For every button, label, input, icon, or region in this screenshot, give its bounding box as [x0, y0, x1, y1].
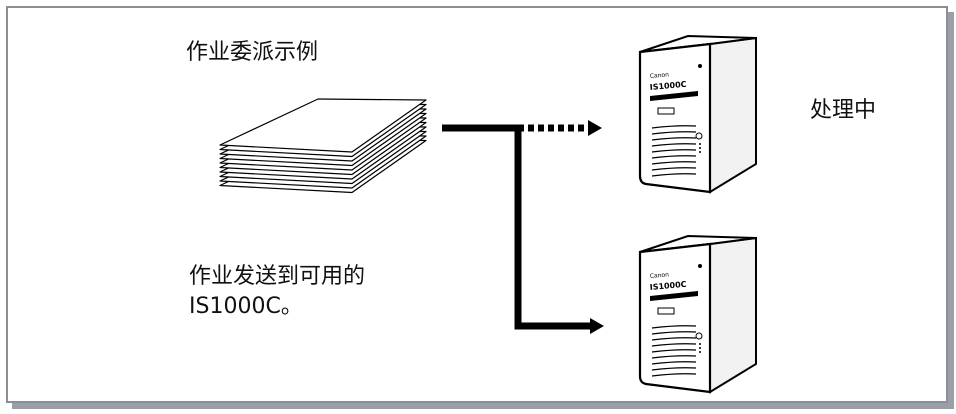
dispatch-arrows: [442, 120, 604, 334]
dashed-arrowhead: [588, 120, 602, 136]
server-model-text: IS1000C: [649, 80, 687, 92]
processing-label: 处理中: [810, 98, 877, 123]
job-sent-label-line2: IS1000C。: [189, 294, 303, 319]
solid-arrowhead: [590, 318, 604, 334]
paper-stack-icon: [219, 98, 427, 194]
paper-sheet: [219, 98, 427, 153]
solid-arrow-line: [442, 124, 592, 330]
server-brand-text: Canon: [650, 271, 670, 280]
job-sent-label-line1: 作业发送到可用的: [189, 264, 366, 289]
server-brand-text: Canon: [650, 71, 670, 80]
diagram-frame: [6, 6, 948, 403]
server-model-text: IS1000C: [649, 280, 687, 292]
job-dispatch-example-label: 作业委派示例: [186, 40, 319, 65]
